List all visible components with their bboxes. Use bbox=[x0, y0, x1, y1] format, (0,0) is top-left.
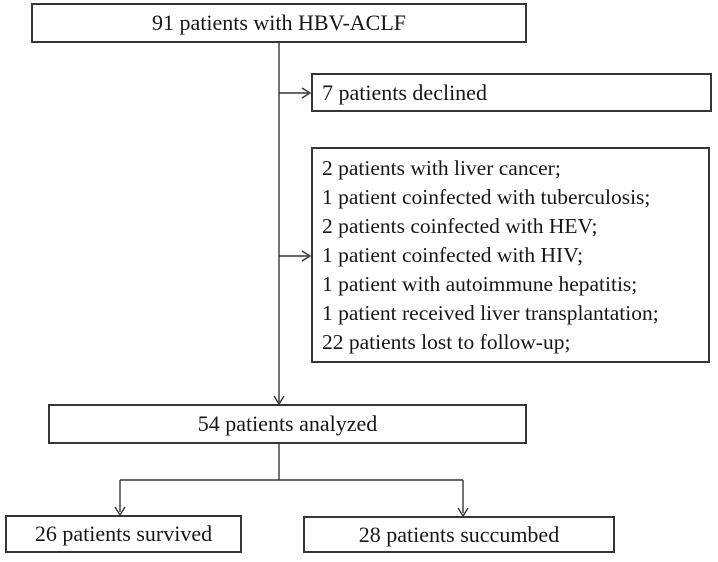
node-excluded: 2 patients with liver cancer; 1 patient … bbox=[311, 147, 710, 363]
node-declined-label: 7 patients declined bbox=[322, 79, 487, 105]
node-declined: 7 patients declined bbox=[311, 73, 712, 112]
arrowhead-right-excluded-icon bbox=[301, 250, 312, 262]
node-succumbed-label: 28 patients succumbed bbox=[358, 521, 560, 547]
node-enrolled-label: 91 patients with HBV-ACLF bbox=[151, 10, 407, 36]
excluded-line: 22 patients lost to follow-up; bbox=[322, 330, 571, 354]
excluded-line: 2 patients coinfected with HEV; bbox=[322, 214, 598, 238]
node-enrolled: 91 patients with HBV-ACLF bbox=[31, 3, 527, 43]
excluded-line: 1 patient coinfected with HIV; bbox=[322, 243, 584, 267]
excluded-line: 2 patients with liver cancer; bbox=[322, 156, 561, 180]
excluded-line: 1 patient with autoimmune hepatitis; bbox=[322, 272, 638, 296]
node-analyzed-label: 54 patients analyzed bbox=[197, 411, 378, 437]
arrowhead-right-declined-icon bbox=[301, 87, 312, 99]
node-survived: 26 patients survived bbox=[5, 515, 242, 553]
node-survived-label: 26 patients survived bbox=[34, 521, 213, 547]
excluded-line: 1 patient coinfected with tuberculosis; bbox=[322, 185, 651, 209]
node-succumbed: 28 patients succumbed bbox=[303, 516, 615, 553]
node-analyzed: 54 patients analyzed bbox=[48, 404, 527, 444]
excluded-line: 1 patient received liver transplantation… bbox=[322, 301, 659, 325]
